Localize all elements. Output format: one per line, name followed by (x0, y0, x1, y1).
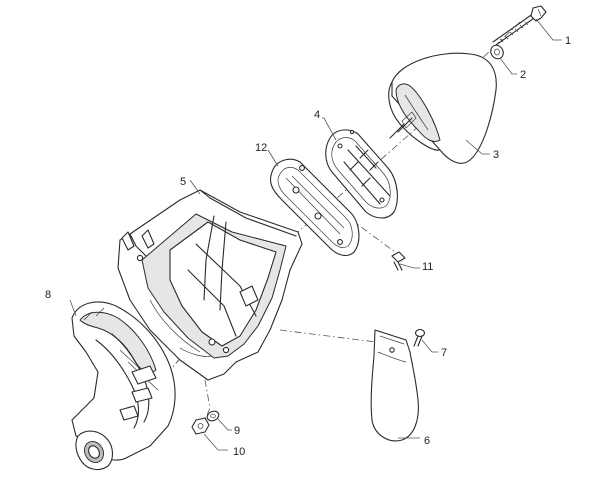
part-4-filter-cage (325, 129, 398, 219)
callout-12: 12 (255, 142, 267, 154)
part-7-screw (413, 328, 426, 347)
part-10-nut (191, 417, 210, 435)
callout-2: 2 (520, 69, 526, 81)
part-6-mud-flap (370, 329, 419, 442)
callout-5: 5 (180, 176, 186, 188)
callouts: 1 2 3 4 5 6 7 8 9 10 11 12 (45, 18, 571, 458)
callout-6: 6 (424, 435, 430, 447)
callout-4: 4 (314, 109, 320, 121)
callout-1: 1 (565, 35, 571, 47)
part-9-washer (206, 410, 220, 422)
part-2-washer (490, 44, 504, 60)
part-11-screw (391, 251, 406, 271)
callout-10: 10 (233, 446, 245, 458)
callout-3: 3 (493, 149, 499, 161)
callout-9: 9 (234, 425, 240, 437)
part-8-intake-duct (71, 301, 176, 471)
part-3-foam-filter (388, 52, 497, 164)
callout-8: 8 (45, 289, 51, 301)
part-12-gasket (269, 158, 360, 257)
callout-7: 7 (441, 347, 447, 359)
part-5-airbox (117, 189, 303, 381)
part-1-wing-bolt (492, 5, 547, 46)
callout-11: 11 (422, 261, 433, 273)
